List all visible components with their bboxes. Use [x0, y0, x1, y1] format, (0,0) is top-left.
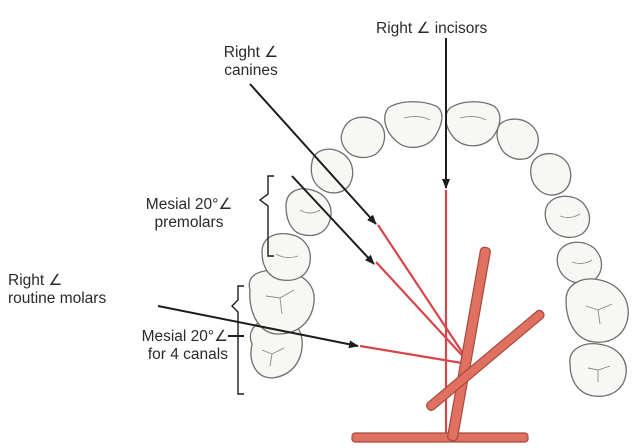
label-incisors: Right ∠ incisors: [376, 20, 487, 38]
beam-premolars: [376, 262, 470, 364]
label-premolars-line2: premolars: [124, 214, 254, 232]
tooth-left-premolar-1: [286, 189, 331, 236]
tooth-right-canine: [531, 154, 571, 195]
label-molars-line2: routine molars: [8, 290, 106, 308]
label-premolars: Mesial 20°∠ premolars: [124, 196, 254, 232]
tooth-right-premolar-1: [545, 196, 589, 237]
beam-molars: [360, 346, 468, 364]
label-molars: Right ∠ routine molars: [8, 272, 106, 308]
label-molars-line1: Right ∠: [8, 272, 106, 290]
tooth-left-lateral-incisor: [341, 117, 384, 157]
tooth-left-premolar-2: [262, 234, 310, 281]
bracket-molars: [232, 286, 244, 394]
label-four-canals-line1: Mesial 20°∠: [108, 328, 228, 346]
label-premolars-line1: Mesial 20°∠: [124, 196, 254, 214]
film-vertical: [447, 247, 491, 442]
label-four-canals: Mesial 20°∠ for 4 canals: [108, 328, 228, 364]
films: [352, 247, 546, 442]
tooth-right-premolar-2: [557, 242, 601, 283]
label-canines-line2: canines: [208, 62, 294, 80]
tooth-left-canine: [311, 149, 352, 193]
label-four-canals-line2: for 4 canals: [108, 346, 228, 364]
film-horizontal: [352, 433, 528, 442]
label-canines: Right ∠ canines: [208, 44, 294, 80]
tooth-left-central-incisor: [385, 102, 442, 148]
tooth-right-molar-1: [566, 279, 628, 342]
tooth-right-lateral-incisor: [497, 119, 538, 159]
tooth-right-central-incisor: [446, 102, 500, 146]
beam-canines: [378, 225, 470, 364]
label-canines-line1: Right ∠: [208, 44, 294, 62]
